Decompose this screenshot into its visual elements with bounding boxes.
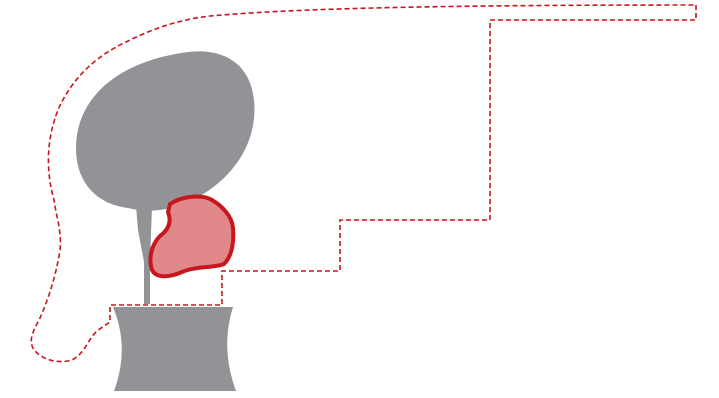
pot-shape [113, 307, 236, 391]
leaf-shape [76, 51, 254, 210]
